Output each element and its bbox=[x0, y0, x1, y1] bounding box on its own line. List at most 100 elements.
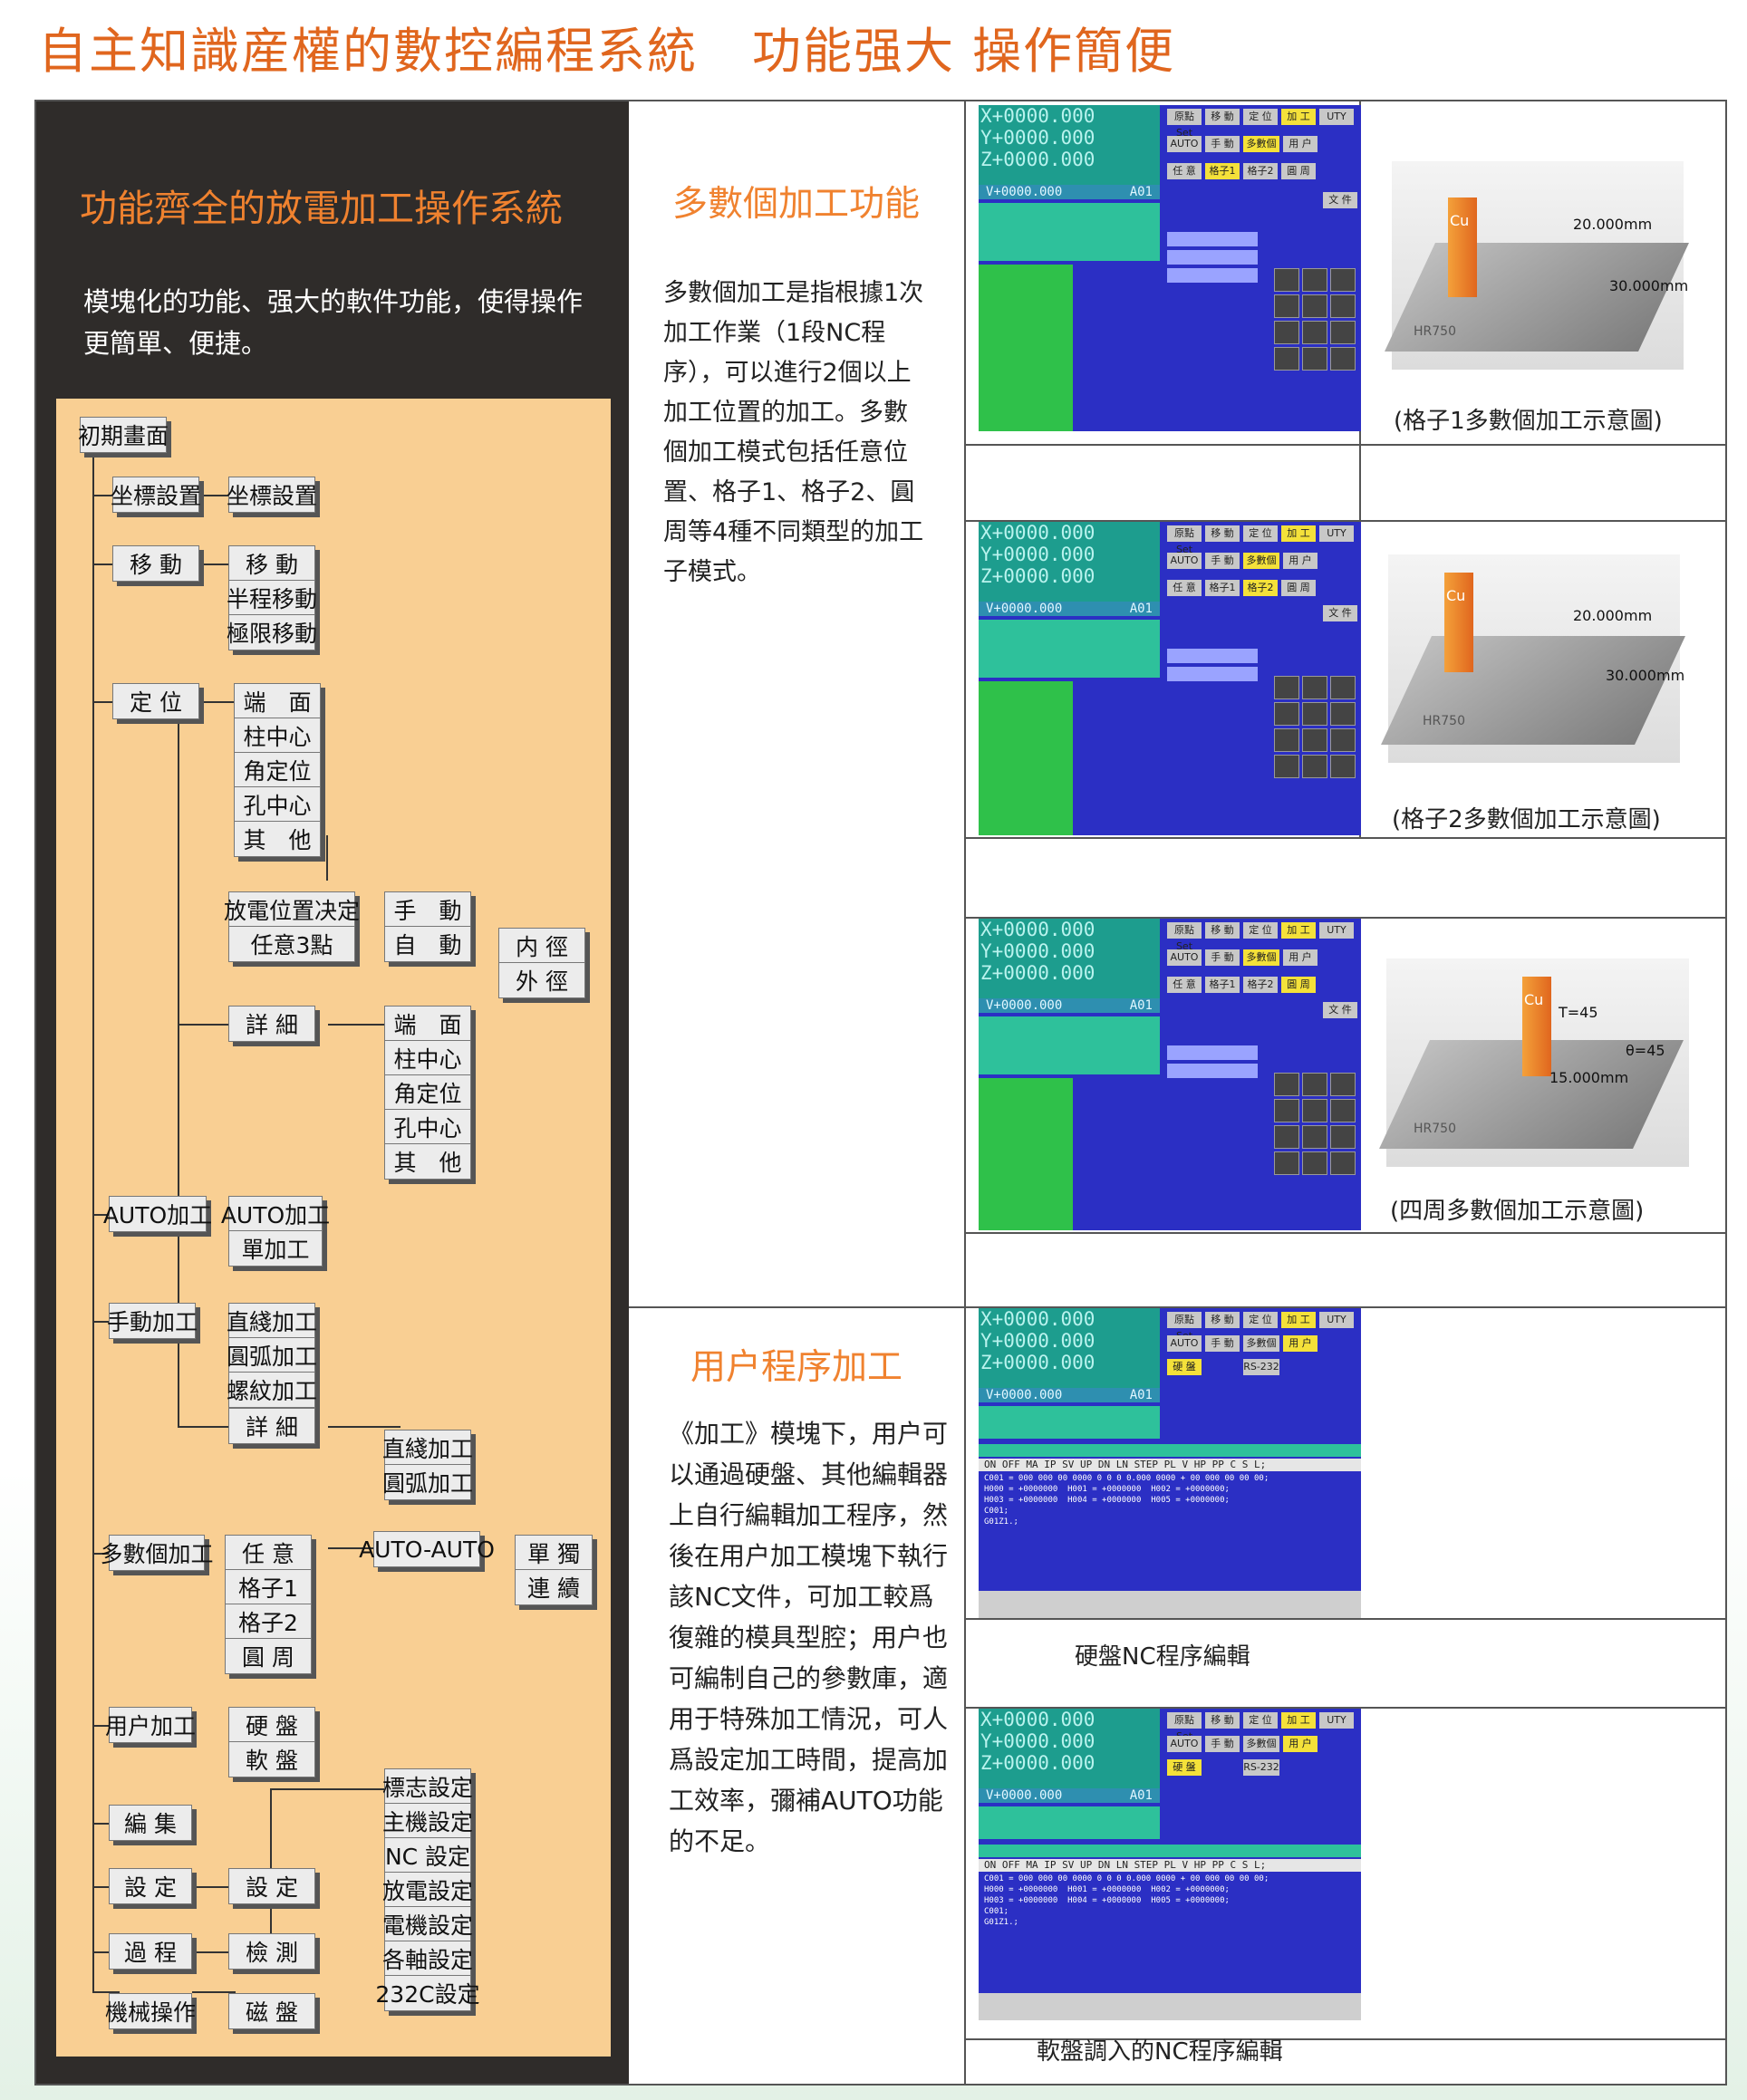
tab-locate[interactable]: 定 位 bbox=[1243, 525, 1278, 542]
tab-move[interactable]: 移 動 bbox=[1205, 1712, 1240, 1729]
node-process-sub[interactable]: 檢 測 bbox=[228, 1933, 315, 1970]
tab-circle[interactable]: 圓 周 bbox=[1281, 580, 1316, 596]
node-locate[interactable]: 定 位 bbox=[112, 683, 199, 719]
node-detail-2[interactable]: 柱中心 bbox=[384, 1040, 471, 1076]
tab-move[interactable]: 移 動 bbox=[1205, 109, 1240, 125]
tab-grid2[interactable]: 格子2 bbox=[1243, 977, 1278, 993]
node-detail-1[interactable]: 端 面 bbox=[384, 1006, 471, 1042]
node-detail2[interactable]: 詳 細 bbox=[228, 1408, 315, 1444]
tab-uty[interactable]: UTY bbox=[1319, 922, 1354, 939]
node-auto-auto[interactable]: AUTO-AUTO bbox=[359, 1531, 495, 1567]
tab-circle[interactable]: 圓 周 bbox=[1281, 163, 1316, 179]
node-continuous[interactable]: 連 續 bbox=[515, 1569, 593, 1605]
tab-uty[interactable]: UTY bbox=[1319, 525, 1354, 542]
node-auto[interactable]: AUTO加工 bbox=[103, 1196, 212, 1232]
tab-manual[interactable]: 手 動 bbox=[1205, 949, 1240, 966]
tab-grid2[interactable]: 格子2 bbox=[1243, 163, 1278, 179]
node-detail2-1[interactable]: 直綫加工 bbox=[382, 1430, 473, 1466]
tab-auto[interactable]: AUTO bbox=[1167, 553, 1202, 569]
tab-any[interactable]: 任 意 bbox=[1167, 163, 1202, 179]
tab-machining[interactable]: 加 工 bbox=[1281, 109, 1316, 125]
tab-manual[interactable]: 手 動 bbox=[1205, 553, 1240, 569]
node-edit[interactable]: 編 集 bbox=[109, 1805, 192, 1841]
keypad[interactable] bbox=[1274, 1073, 1357, 1175]
node-single[interactable]: 單 獨 bbox=[515, 1535, 593, 1571]
node-locate-5[interactable]: 其 他 bbox=[234, 821, 321, 857]
tab-grid1[interactable]: 格子1 bbox=[1205, 977, 1240, 993]
node-coord[interactable]: 坐標設置 bbox=[111, 477, 201, 513]
node-manual[interactable]: 手動加工 bbox=[107, 1303, 198, 1339]
node-setting-list-1[interactable]: 標志設定 bbox=[382, 1768, 473, 1805]
tab-origin[interactable]: 原點Set bbox=[1167, 109, 1202, 139]
keypad[interactable] bbox=[1274, 676, 1357, 778]
tab-manual[interactable]: 手 動 bbox=[1205, 1335, 1240, 1352]
tab-multi[interactable]: 多數個 bbox=[1243, 136, 1279, 152]
node-setting[interactable]: 設 定 bbox=[109, 1868, 192, 1904]
tab-origin[interactable]: 原點Set bbox=[1167, 525, 1202, 555]
node-user-1[interactable]: 硬 盤 bbox=[228, 1707, 315, 1743]
node-setting-list-6[interactable]: 各軸設定 bbox=[382, 1941, 473, 1977]
tab-hdd[interactable]: 硬 盤 bbox=[1167, 1759, 1202, 1776]
node-move[interactable]: 移 動 bbox=[112, 545, 199, 582]
editor-code[interactable]: C001 = 000 000 00 0000 0 0 0 0.000 0000 … bbox=[984, 1874, 1269, 1927]
tab-auto[interactable]: AUTO bbox=[1167, 949, 1202, 966]
tab-grid1[interactable]: 格子1 bbox=[1205, 163, 1240, 179]
tab-grid2[interactable]: 格子2 bbox=[1243, 580, 1278, 596]
node-detail-4[interactable]: 孔中心 bbox=[384, 1109, 471, 1145]
node-locate-4[interactable]: 孔中心 bbox=[234, 786, 321, 823]
node-process[interactable]: 過 程 bbox=[109, 1933, 192, 1970]
tab-user[interactable]: 用 户 bbox=[1283, 1736, 1317, 1752]
node-setting-list-7[interactable]: 232C設定 bbox=[375, 1975, 480, 2011]
tab-manual[interactable]: 手 動 bbox=[1205, 1736, 1240, 1752]
editor-code[interactable]: C001 = 000 000 00 0000 0 0 0 0.000 0000 … bbox=[984, 1474, 1269, 1527]
tab-user[interactable]: 用 户 bbox=[1283, 1335, 1317, 1352]
node-detail-3[interactable]: 角定位 bbox=[384, 1074, 471, 1111]
tab-auto[interactable]: AUTO bbox=[1167, 1736, 1202, 1752]
tab-any[interactable]: 任 意 bbox=[1167, 977, 1202, 993]
node-setting-list-4[interactable]: 放電設定 bbox=[382, 1872, 473, 1908]
node-manual-3[interactable]: 螺紋加工 bbox=[227, 1372, 317, 1408]
tab-move[interactable]: 移 動 bbox=[1205, 525, 1240, 542]
tab-auto[interactable]: AUTO bbox=[1167, 136, 1202, 152]
node-hand-manual[interactable]: 手 動 bbox=[384, 891, 471, 928]
tab-origin[interactable]: 原點Set bbox=[1167, 1312, 1202, 1342]
node-setting-list-3[interactable]: NC 設定 bbox=[384, 1837, 471, 1874]
node-locate-2[interactable]: 柱中心 bbox=[234, 718, 321, 754]
tab-uty[interactable]: UTY bbox=[1319, 109, 1354, 125]
node-auto-2[interactable]: 單加工 bbox=[228, 1230, 323, 1267]
node-setting-sub[interactable]: 設 定 bbox=[228, 1868, 315, 1904]
node-multi-2[interactable]: 格子1 bbox=[225, 1569, 312, 1605]
node-outer-diameter[interactable]: 外 徑 bbox=[498, 962, 585, 998]
node-user[interactable]: 用户加工 bbox=[105, 1707, 196, 1743]
file-button[interactable]: 文 件 bbox=[1323, 192, 1357, 208]
node-machine-sub[interactable]: 磁 盤 bbox=[228, 1993, 315, 2029]
tab-machining[interactable]: 加 工 bbox=[1281, 1312, 1316, 1328]
tab-origin[interactable]: 原點Set bbox=[1167, 1712, 1202, 1742]
node-edm-position[interactable]: 放電位置决定 bbox=[224, 891, 360, 928]
tab-move[interactable]: 移 動 bbox=[1205, 922, 1240, 939]
tab-manual[interactable]: 手 動 bbox=[1205, 136, 1240, 152]
tab-uty[interactable]: UTY bbox=[1319, 1312, 1354, 1328]
tab-move[interactable]: 移 動 bbox=[1205, 1312, 1240, 1328]
node-move-3[interactable]: 極限移動 bbox=[227, 614, 317, 650]
tab-locate[interactable]: 定 位 bbox=[1243, 922, 1278, 939]
node-auto-1[interactable]: AUTO加工 bbox=[221, 1196, 330, 1232]
tab-rs232[interactable]: RS-232 bbox=[1243, 1359, 1279, 1375]
node-detail-5[interactable]: 其 他 bbox=[384, 1143, 471, 1180]
file-button[interactable]: 文 件 bbox=[1323, 605, 1357, 621]
node-detail[interactable]: 詳 細 bbox=[228, 1006, 315, 1042]
node-multi-3[interactable]: 格子2 bbox=[225, 1604, 312, 1640]
tab-any[interactable]: 任 意 bbox=[1167, 580, 1202, 596]
node-locate-3[interactable]: 角定位 bbox=[234, 752, 321, 788]
tab-user[interactable]: 用 户 bbox=[1283, 949, 1317, 966]
node-machine[interactable]: 機械操作 bbox=[105, 1993, 196, 2029]
node-setting-list-5[interactable]: 電機設定 bbox=[382, 1906, 473, 1942]
tab-multi[interactable]: 多數個 bbox=[1243, 553, 1279, 569]
tab-locate[interactable]: 定 位 bbox=[1243, 109, 1278, 125]
node-setting-list-2[interactable]: 主機設定 bbox=[382, 1803, 473, 1839]
tab-locate[interactable]: 定 位 bbox=[1243, 1312, 1278, 1328]
tab-multi[interactable]: 多數個 bbox=[1243, 1736, 1279, 1752]
tab-circle[interactable]: 圓 周 bbox=[1281, 977, 1316, 993]
tab-grid1[interactable]: 格子1 bbox=[1205, 580, 1240, 596]
node-move-2[interactable]: 半程移動 bbox=[227, 580, 317, 616]
